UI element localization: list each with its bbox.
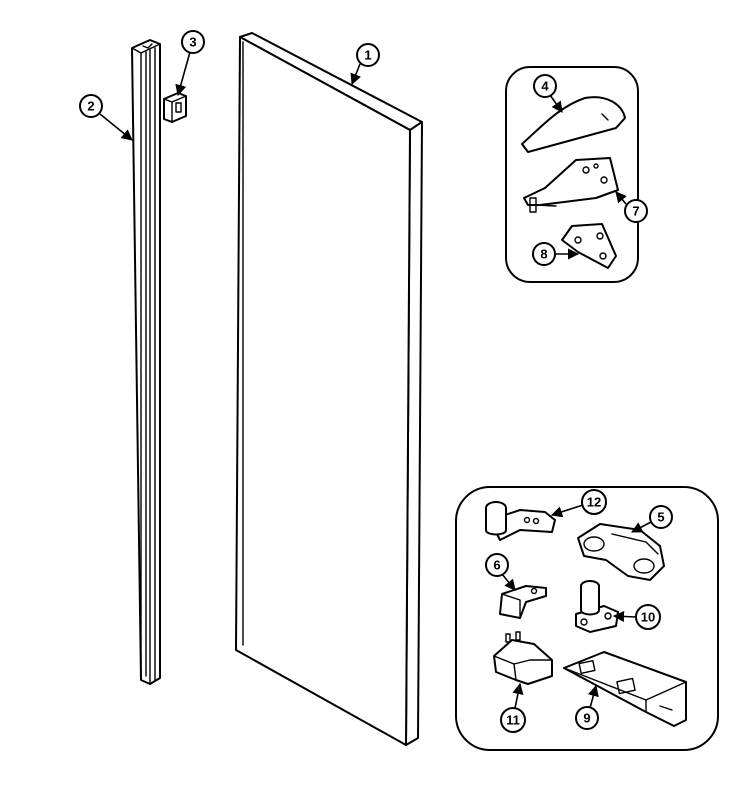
callout-1: 1 bbox=[350, 43, 380, 86]
callout-2: 2 bbox=[79, 94, 133, 141]
part-7-top-hinge bbox=[523, 157, 619, 213]
callout-4: 4 bbox=[533, 74, 563, 113]
callout-2-label: 2 bbox=[87, 99, 94, 114]
callout-8: 8 bbox=[532, 242, 580, 266]
callout-1-label: 1 bbox=[364, 48, 371, 63]
callout-9-label: 9 bbox=[583, 711, 590, 726]
callout-10: 10 bbox=[612, 604, 661, 630]
callout-4-label: 4 bbox=[541, 79, 549, 94]
callout-5: 5 bbox=[631, 505, 673, 533]
callout-3-label: 3 bbox=[189, 35, 196, 50]
callout-11: 11 bbox=[500, 682, 526, 733]
callout-7: 7 bbox=[615, 191, 648, 223]
part-8-hinge-plate bbox=[561, 223, 617, 269]
callout-12-label: 12 bbox=[587, 495, 601, 510]
part-3-clip bbox=[163, 92, 187, 123]
hinge-kit-box bbox=[505, 66, 639, 283]
part-12-hinge-pin-bracket bbox=[485, 501, 556, 541]
bottom-hinge-kit-box bbox=[455, 486, 719, 751]
callout-6-label: 6 bbox=[493, 558, 500, 573]
part-5-bottom-hinge-plate bbox=[577, 523, 665, 581]
part-10-hinge-pin bbox=[575, 580, 619, 633]
callout-5-label: 5 bbox=[657, 510, 664, 525]
callout-11-label: 11 bbox=[506, 713, 520, 728]
part-2-gasket-strip bbox=[131, 39, 161, 685]
callout-8-label: 8 bbox=[540, 247, 547, 262]
part-1-door-panel bbox=[235, 32, 423, 746]
callout-12: 12 bbox=[550, 489, 607, 518]
callout-10-label: 10 bbox=[641, 610, 655, 625]
part-6-small-bracket bbox=[499, 585, 547, 619]
callout-6: 6 bbox=[485, 553, 516, 591]
callout-9: 9 bbox=[575, 684, 599, 730]
part-4-hinge-cover bbox=[521, 96, 626, 153]
callout-7-label: 7 bbox=[632, 204, 639, 219]
part-9-base-hinge-bracket bbox=[563, 651, 687, 727]
part-11-hinge-cover bbox=[493, 631, 553, 685]
callout-3: 3 bbox=[175, 30, 205, 97]
